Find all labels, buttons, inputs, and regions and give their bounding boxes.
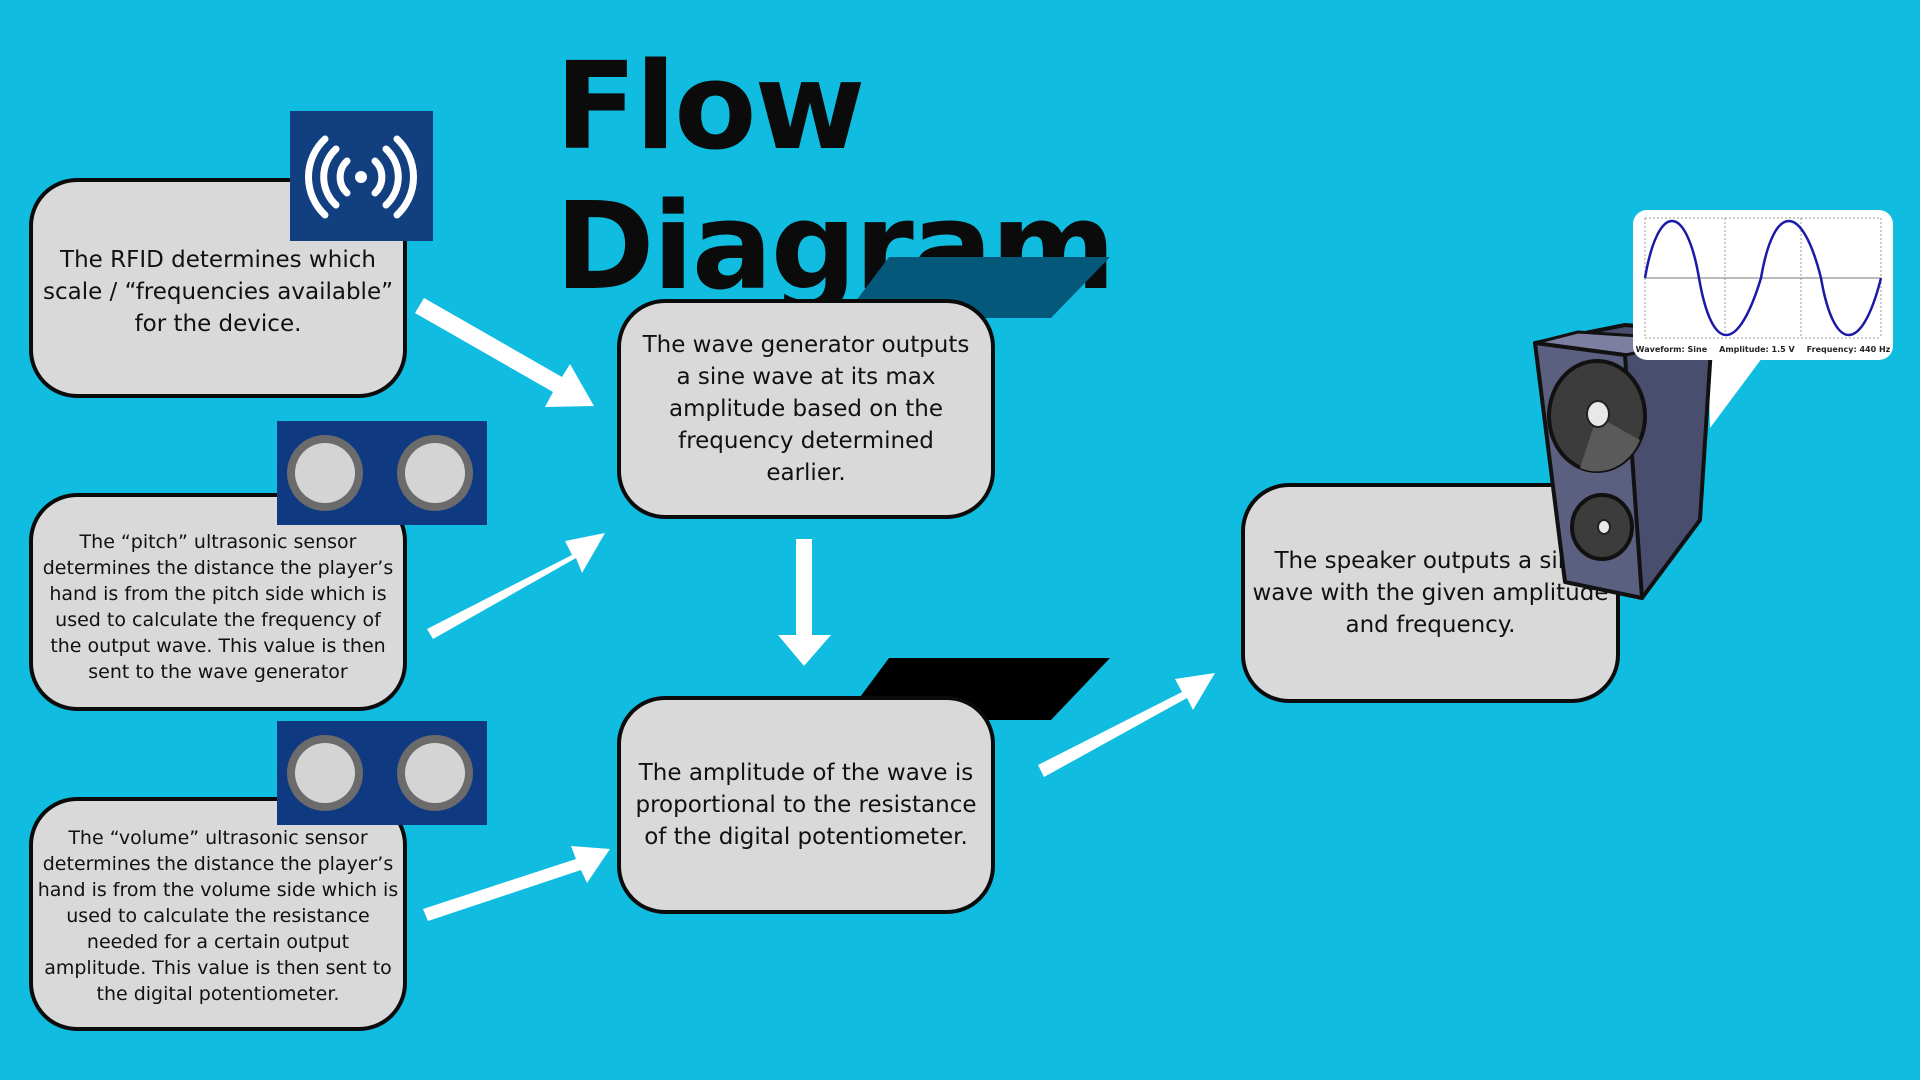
volume-sensor-description-box: The “volume” ultrasonic sensor determine… xyxy=(29,797,407,1031)
arrow-amp-to-speaker xyxy=(1038,673,1215,777)
amplitude-text: The amplitude of the wave is proportiona… xyxy=(635,760,977,850)
arrow-pitch-to-wave xyxy=(427,533,605,639)
wave-generator-box: The wave generator outputs a sine wave a… xyxy=(617,299,995,519)
pitch-ultrasonic-sensor-icon xyxy=(277,421,487,525)
page-title: Flow Diagram xyxy=(555,38,1116,317)
speaker-description-text: The speaker outputs a sine wave with the… xyxy=(1252,548,1609,638)
amplitude-label: Amplitude: 1.5 V xyxy=(1719,345,1795,354)
speaker-icon xyxy=(1533,323,1714,600)
arrow-volume-to-amp xyxy=(423,846,610,921)
pitch-sensor-description-box: The “pitch” ultrasonic sensor determines… xyxy=(29,493,407,711)
speech-bubble-tail xyxy=(1708,350,1768,428)
waveform-label: Waveform: Sine xyxy=(1635,345,1708,354)
pitch-sensor-description-text: The “pitch” ultrasonic sensor determines… xyxy=(42,531,394,683)
rfid-signal-icon xyxy=(290,111,433,241)
arrow-wave-to-amp xyxy=(778,539,831,666)
frequency-label: Frequency: 440 Hz xyxy=(1806,345,1891,354)
arrow-rfid-to-wave xyxy=(415,298,594,407)
amplitude-box: The amplitude of the wave is proportiona… xyxy=(617,696,995,914)
sine-wave-icon xyxy=(1643,217,1883,339)
wave-generator-text: The wave generator outputs a sine wave a… xyxy=(642,332,970,486)
rfid-description-text: The RFID determines which scale / “frequ… xyxy=(42,247,394,337)
sine-wave-chart: Waveform: Sine Amplitude: 1.5 V Frequenc… xyxy=(1633,210,1893,360)
volume-ultrasonic-sensor-icon xyxy=(277,721,487,825)
volume-sensor-description-text: The “volume” ultrasonic sensor determine… xyxy=(37,827,399,1005)
wave-chart-labels: Waveform: Sine Amplitude: 1.5 V Frequenc… xyxy=(1633,345,1893,354)
